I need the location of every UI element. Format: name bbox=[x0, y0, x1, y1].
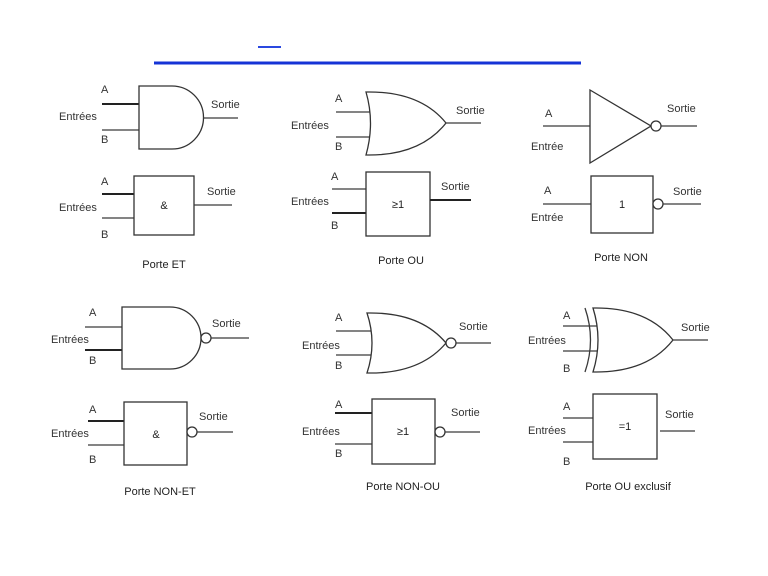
and-box bbox=[133, 175, 195, 236]
label-a: A bbox=[544, 185, 552, 197]
label-inputs: Entrées bbox=[291, 120, 329, 132]
caption-or: Porte OU bbox=[378, 255, 424, 267]
label-a: A bbox=[563, 310, 571, 322]
label-output: Sortie bbox=[211, 99, 240, 111]
inversion-bubble bbox=[652, 198, 664, 210]
xor-box bbox=[592, 393, 658, 460]
not-gate-box: 1 A Entrée Sortie Porte NON bbox=[531, 175, 702, 264]
label-input: Entrée bbox=[531, 212, 563, 224]
label-output: Sortie bbox=[665, 409, 694, 421]
not-box bbox=[590, 175, 654, 234]
label-b: B bbox=[335, 448, 342, 460]
and-symbol: & bbox=[160, 200, 168, 212]
label-a: A bbox=[331, 171, 339, 183]
or-symbol: ≥1 bbox=[392, 199, 404, 211]
label-output: Sortie bbox=[681, 322, 710, 334]
label-inputs: Entrées bbox=[302, 426, 340, 438]
label-output: Sortie bbox=[451, 407, 480, 419]
caption-xor: Porte OU exclusif bbox=[585, 481, 672, 493]
nand-gate-body bbox=[121, 306, 202, 370]
label-output: Sortie bbox=[667, 103, 696, 115]
label-a: A bbox=[335, 312, 343, 324]
and-gate-body bbox=[138, 85, 205, 150]
label-output: Sortie bbox=[441, 181, 470, 193]
label-inputs: Entrées bbox=[51, 428, 89, 440]
or-gate-body bbox=[365, 91, 447, 156]
label-input: Entrée bbox=[531, 141, 563, 153]
label-output: Sortie bbox=[456, 105, 485, 117]
label-b: B bbox=[563, 363, 570, 375]
not-symbol: 1 bbox=[619, 199, 625, 211]
nand-box bbox=[123, 401, 188, 466]
label-b: B bbox=[563, 456, 570, 468]
label-b: B bbox=[101, 134, 108, 146]
label-b: B bbox=[335, 360, 342, 372]
label-inputs: Entrées bbox=[59, 111, 97, 123]
label-inputs: Entrées bbox=[528, 425, 566, 437]
nor-gate-symbol: A Entrées B Sortie bbox=[302, 312, 491, 374]
label-inputs: Entrées bbox=[291, 196, 329, 208]
label-a: A bbox=[563, 401, 571, 413]
nor-gate-box: ≥1 A Entrées B Sortie Porte NON-OU bbox=[302, 398, 480, 493]
label-inputs: Entrées bbox=[528, 335, 566, 347]
label-b: B bbox=[335, 141, 342, 153]
caption-nand: Porte NON-ET bbox=[124, 486, 196, 498]
label-output: Sortie bbox=[212, 318, 241, 330]
not-gate-body bbox=[589, 88, 653, 165]
and-gate-box: & A Entrées B Sortie Porte ET bbox=[59, 175, 236, 271]
or-gate-box: ≥1 A Entrées B Sortie Porte OU bbox=[291, 171, 471, 267]
xor-outer-curve bbox=[584, 307, 592, 373]
nand-symbol: & bbox=[152, 429, 160, 441]
label-output: Sortie bbox=[673, 186, 702, 198]
label-a: A bbox=[101, 176, 109, 188]
label-a: A bbox=[101, 84, 109, 96]
nor-box bbox=[371, 398, 436, 465]
xor-gate-box: =1 A Entrées B Sortie Porte OU exclusif bbox=[528, 393, 695, 493]
label-output: Sortie bbox=[207, 186, 236, 198]
or-box bbox=[365, 171, 431, 237]
label-a: A bbox=[545, 108, 553, 120]
nand-gate-box: & A Entrées B Sortie Porte NON-ET bbox=[51, 401, 233, 498]
label-output: Sortie bbox=[199, 411, 228, 423]
label-a: A bbox=[335, 399, 343, 411]
label-inputs: Entrées bbox=[59, 202, 97, 214]
or-gate-symbol: A Entrées B Sortie bbox=[291, 91, 485, 156]
label-b: B bbox=[89, 355, 96, 367]
label-a: A bbox=[89, 404, 97, 416]
xor-symbol: =1 bbox=[619, 421, 632, 433]
nor-symbol: ≥1 bbox=[397, 426, 409, 438]
caption-and: Porte ET bbox=[142, 259, 186, 271]
label-a: A bbox=[89, 307, 97, 319]
not-gate-symbol: A Entrée Sortie bbox=[531, 88, 697, 165]
and-gate-symbol: A Entrées B Sortie bbox=[59, 84, 240, 150]
inversion-bubble bbox=[200, 332, 212, 344]
xor-gate-body bbox=[592, 307, 674, 373]
label-inputs: Entrées bbox=[302, 340, 340, 352]
inversion-bubble bbox=[445, 337, 457, 349]
nor-gate-body bbox=[366, 312, 447, 374]
inversion-bubble bbox=[434, 426, 446, 438]
inversion-bubble bbox=[650, 120, 662, 132]
label-b: B bbox=[331, 220, 338, 232]
label-b: B bbox=[89, 454, 96, 466]
xor-gate-symbol: A Entrées B Sortie bbox=[528, 307, 710, 375]
label-a: A bbox=[335, 93, 343, 105]
inversion-bubble bbox=[186, 426, 198, 438]
label-b: B bbox=[101, 229, 108, 241]
label-output: Sortie bbox=[459, 321, 488, 333]
label-inputs: Entrées bbox=[51, 334, 89, 346]
nand-gate-symbol: A Entrées B Sortie bbox=[51, 306, 249, 370]
caption-nor: Porte NON-OU bbox=[366, 481, 440, 493]
caption-not: Porte NON bbox=[594, 252, 648, 264]
